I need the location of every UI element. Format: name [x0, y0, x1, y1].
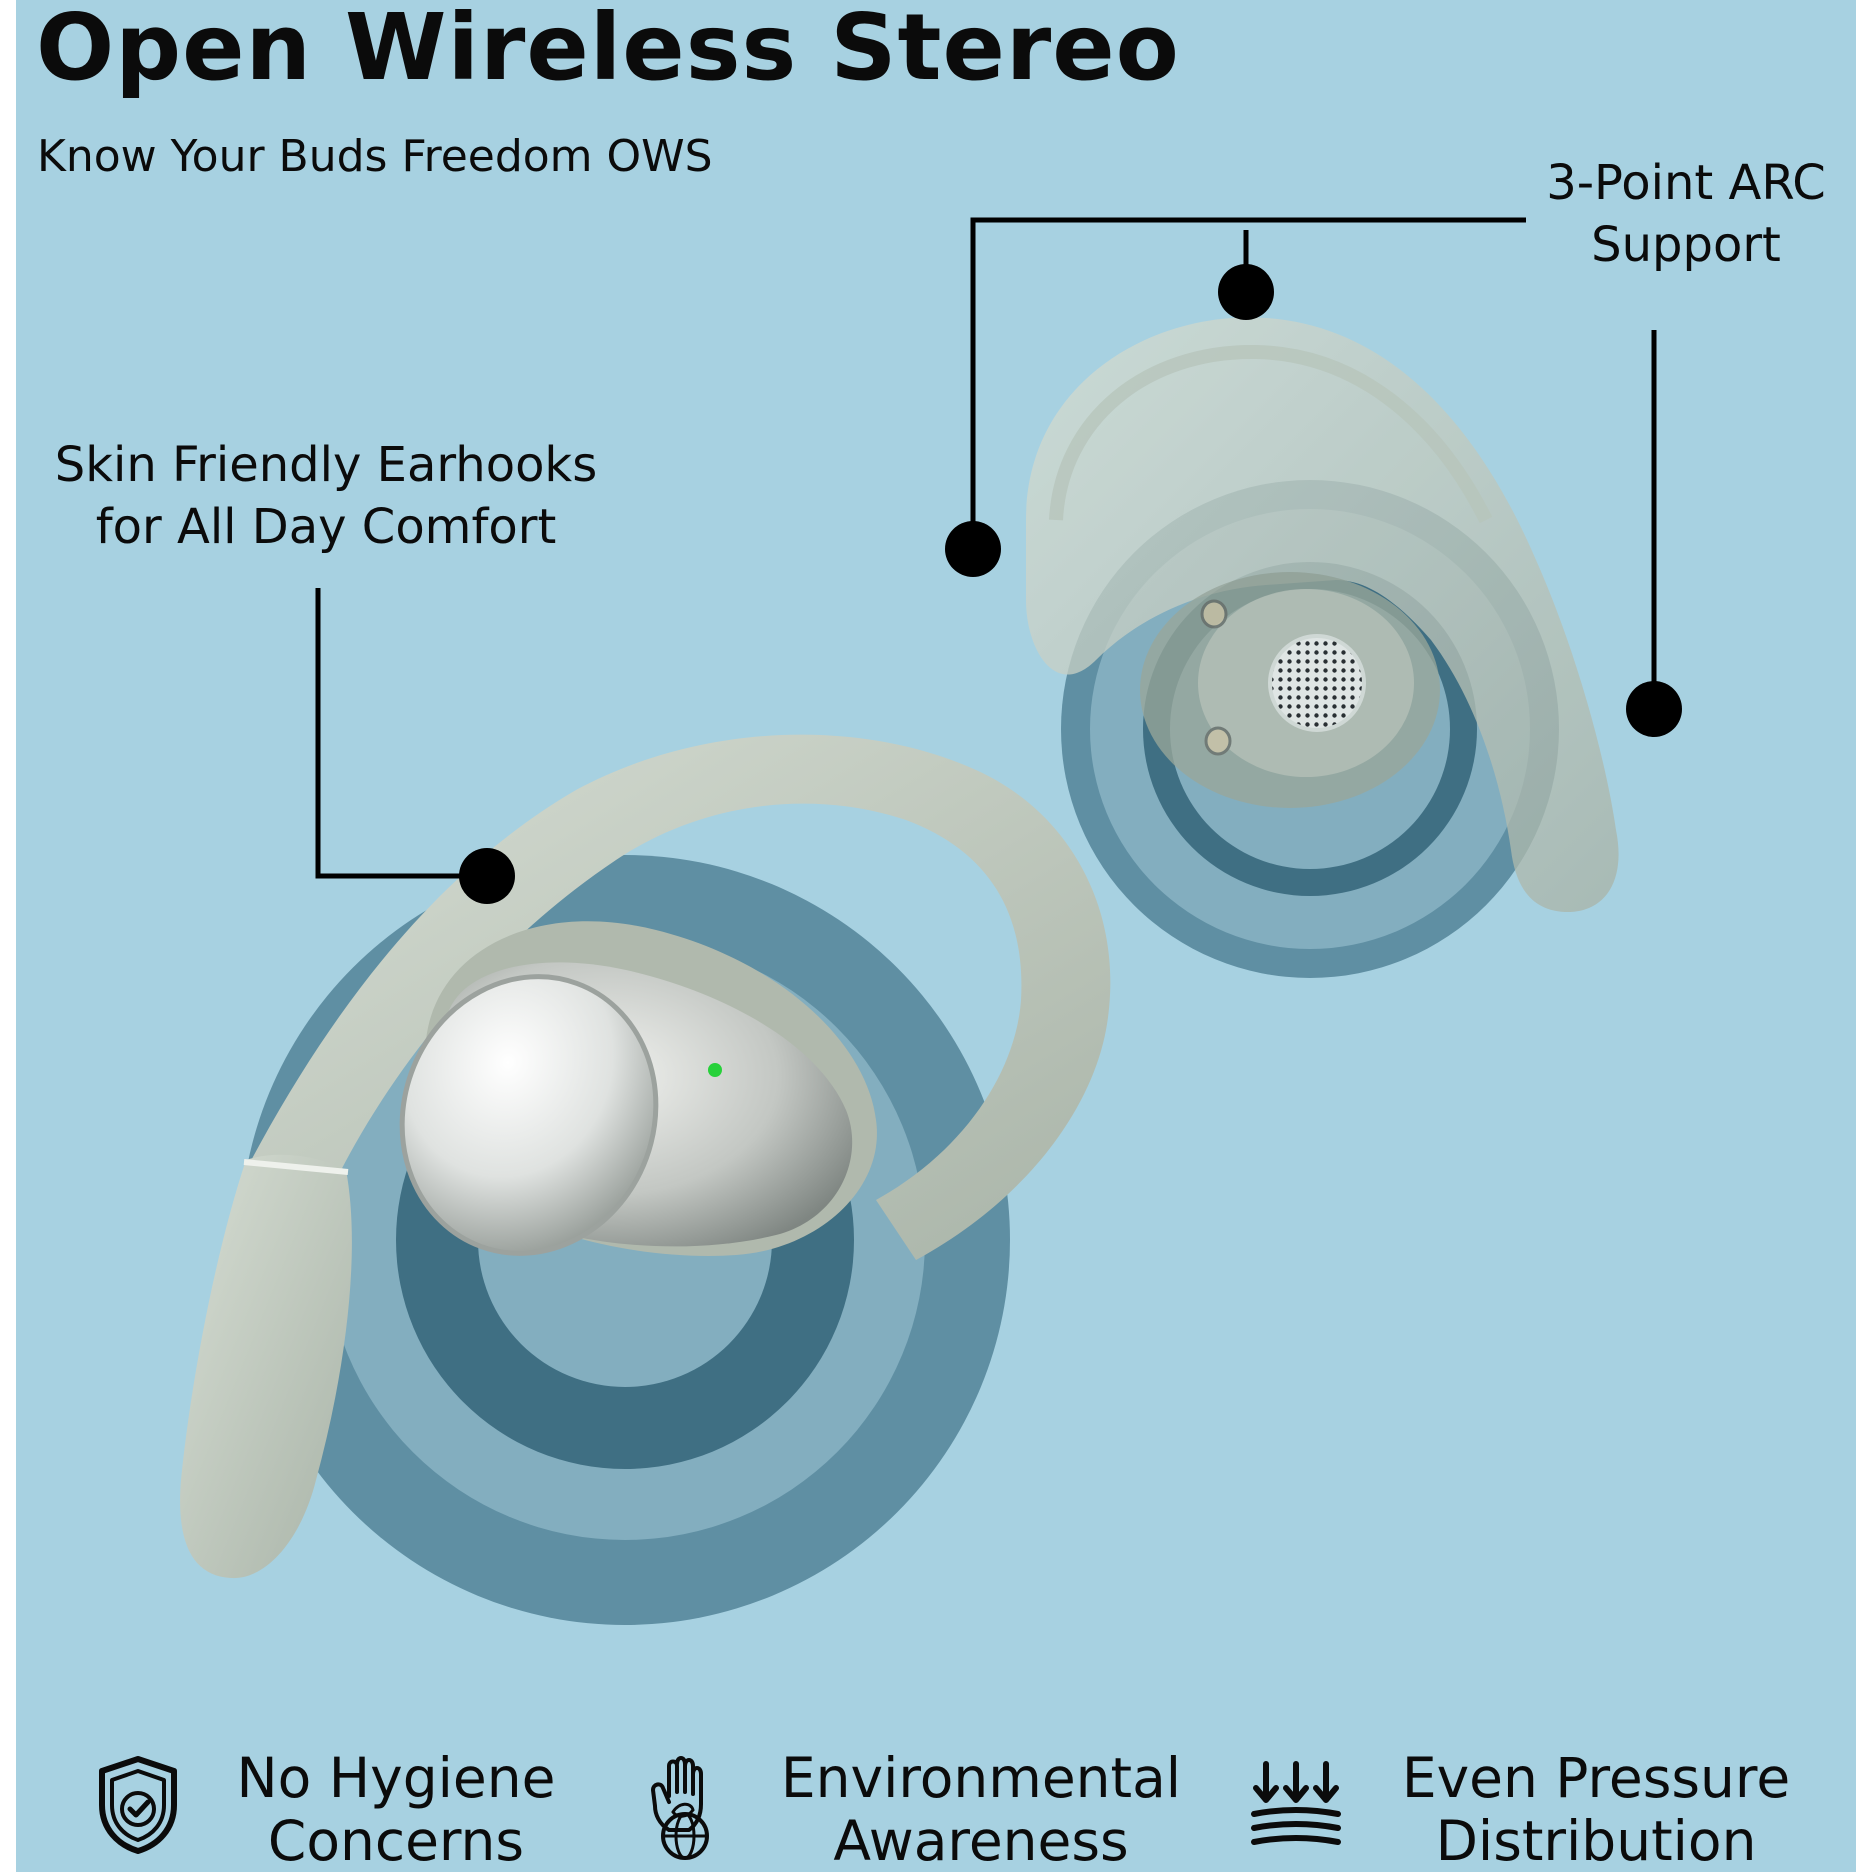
- callout-arc-support: 3-Point ARC Support: [1516, 152, 1856, 277]
- page-title: Open Wireless Stereo: [36, 0, 1180, 101]
- callout-earhooks-line-2: for All Day Comfort: [95, 499, 557, 556]
- callout-markers: [459, 264, 1682, 904]
- marker-left-arc: [945, 521, 1001, 577]
- marker-top: [1218, 264, 1274, 320]
- feature-environmental: Environmental Awareness: [751, 1746, 1211, 1872]
- product-infographic: Open Wireless Stereo Know Your Buds Free…: [16, 0, 1856, 1872]
- feature-hygiene: No Hygiene Concerns: [216, 1746, 576, 1872]
- feature-hygiene-line-1: No Hygiene: [236, 1746, 556, 1810]
- status-led: [708, 1063, 722, 1077]
- earbud-right: [1026, 317, 1619, 913]
- marker-earhook: [459, 848, 515, 904]
- pressure-arrows-icon: [1251, 1761, 1341, 1845]
- callout-earhooks: Skin Friendly Earhooks for All Day Comfo…: [16, 434, 636, 559]
- earbud-left: [180, 734, 1111, 1579]
- marker-right-arc: [1626, 681, 1682, 737]
- infographic-artwork: [16, 0, 1856, 1872]
- callout-lines: [315, 217, 1657, 879]
- hand-globe-leaf-icon: [651, 1756, 709, 1860]
- page-subtitle: Know Your Buds Freedom OWS: [37, 131, 713, 182]
- feature-hygiene-line-2: Concerns: [267, 1809, 525, 1872]
- feature-even-pressure: Even Pressure Distribution: [1376, 1746, 1816, 1872]
- feature-environmental-line-1: Environmental: [780, 1746, 1182, 1810]
- feature-environmental-line-2: Awareness: [833, 1809, 1129, 1872]
- feature-even-pressure-line-2: Distribution: [1435, 1809, 1757, 1872]
- shield-check-icon: [99, 1756, 177, 1854]
- callout-arc-support-line-1: 3-Point ARC: [1546, 155, 1826, 211]
- callout-arc-support-line-2: Support: [1591, 217, 1781, 274]
- feature-even-pressure-line-1: Even Pressure: [1401, 1746, 1791, 1810]
- background: [16, 0, 1856, 1872]
- callout-earhooks-line-1: Skin Friendly Earhooks: [54, 437, 598, 493]
